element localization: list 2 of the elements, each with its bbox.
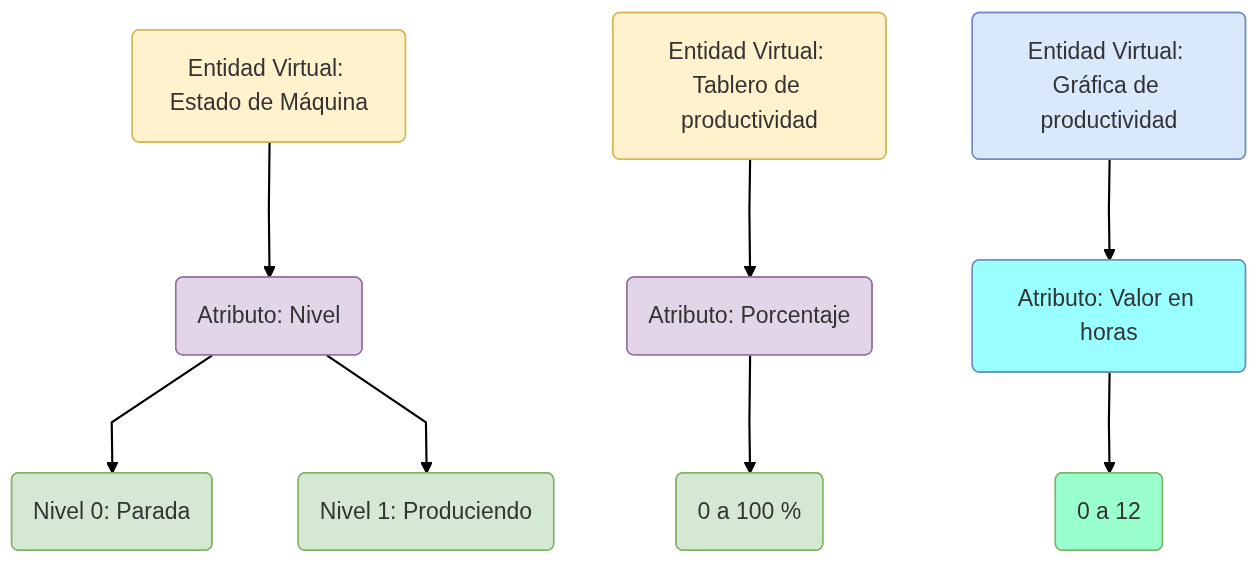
arrow (743, 159, 757, 279)
arrow (263, 142, 276, 279)
